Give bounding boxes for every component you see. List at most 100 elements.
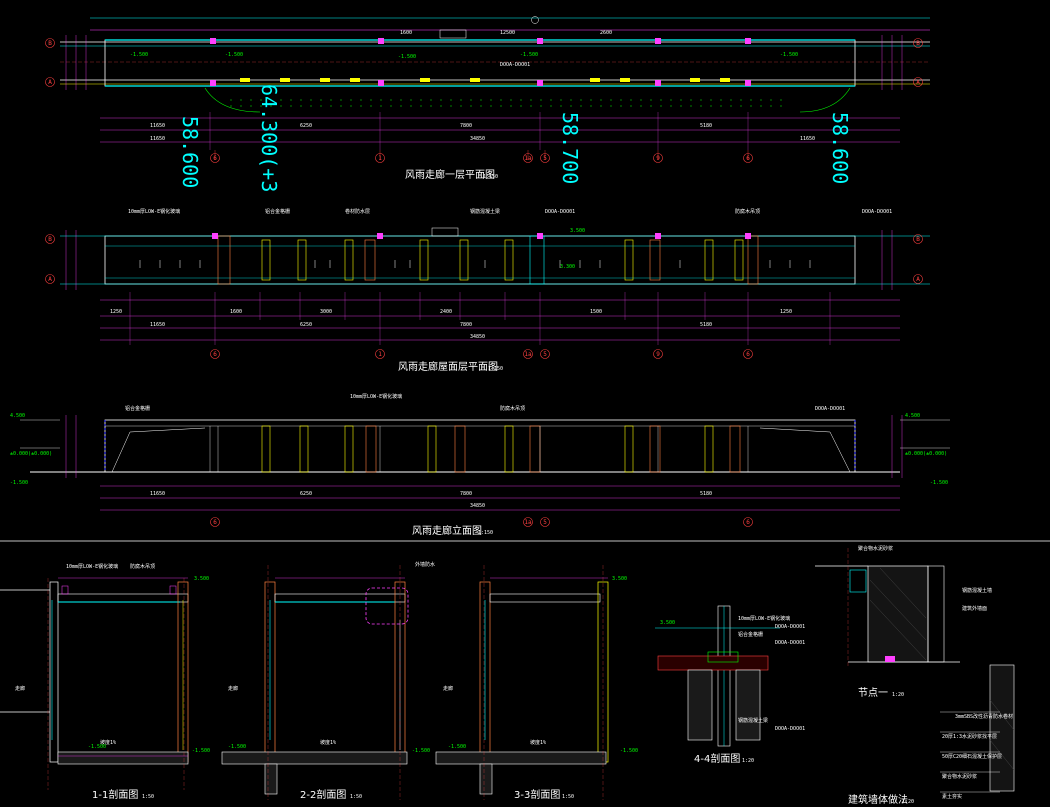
wall-layer-5: 素土夯实 [942, 793, 962, 800]
elev-level-l3: -1.500 [10, 480, 28, 486]
s44-note-ref3: DOOA-DOO01 [775, 726, 805, 732]
axis-right-b: B [916, 40, 920, 47]
axis-left-a: A [48, 79, 52, 86]
scale-section-4-4: 1:20 [742, 758, 754, 764]
title-wall-detail: 建筑墙体做法 [848, 793, 908, 806]
dim-row-2b: 34850 [470, 136, 485, 142]
roof-axis-bottom-5: 5 [543, 351, 547, 358]
s33-note-corridor: 走廊 [443, 685, 453, 692]
scale-node-1: 1:20 [892, 692, 904, 698]
s33-level-2: -1.500 [620, 748, 638, 754]
elev-note-4: DOOA-DOO01 [815, 406, 845, 412]
title-ground-floor-plan: 风雨走廊一层平面图 [405, 168, 495, 181]
roof-axis-bottom-1: 1 [378, 351, 382, 358]
roof-axis-left-b: B [48, 236, 52, 243]
dim-top-1: 1600 [400, 30, 412, 36]
roof-plan [45, 227, 930, 359]
roof-axis-right-b: B [916, 236, 920, 243]
scale-section-2-2: 1:50 [350, 794, 362, 800]
roof-dim-6: 1250 [780, 309, 792, 315]
s22-note-slope: 坡度1% [320, 739, 336, 746]
axis-bottom-6: 6 [213, 155, 217, 162]
roof-axis-bottom-6b: 6 [746, 351, 750, 358]
elev-level-r1: 4.500 [905, 413, 920, 419]
dim-row-2c: 11650 [800, 136, 815, 142]
s11-note-ceiling: 防腐木吊顶 [130, 563, 155, 570]
s11-note-glass: 10mm厚LOW-E钢化玻璃 [66, 563, 118, 570]
roof-note-ref2: DOOA-DOO01 [862, 209, 892, 215]
roof-dim-11: 34850 [470, 334, 485, 340]
level-plan-2: -1.500 [225, 52, 243, 58]
elevation-big-4: 58.600 [828, 112, 852, 184]
roof-dim-8: 6250 [300, 322, 312, 328]
dim-row-1c: 7800 [460, 123, 472, 129]
roof-dim-1: 1250 [110, 309, 122, 315]
s22-level-2: -1.500 [412, 748, 430, 754]
roof-axis-left-a: A [48, 276, 52, 283]
section-2-2 [221, 565, 409, 800]
note-plan-dim: 12500 [500, 30, 515, 36]
s22-note-corridor: 走廊 [228, 685, 238, 692]
title-section-1-1: 1-1剖面图 [92, 788, 138, 801]
elev-dim-5: 34850 [470, 503, 485, 509]
roof-axis-bottom-1a: 1a [524, 351, 532, 358]
title-section-4-4: 4-4剖面图 [694, 752, 740, 765]
elev-dim-3: 7800 [460, 491, 472, 497]
roof-level-1: 3.500 [570, 228, 585, 234]
s44-note-2: 铝合金格栅 [738, 631, 763, 638]
level-plan-1: -1.500 [130, 52, 148, 58]
elevation-big-3: 58.700 [558, 112, 582, 184]
elev-level-l2: ±0.000(±0.000) [10, 451, 52, 457]
s44-note-1: 10mm厚LOW-E钢化玻璃 [738, 615, 790, 622]
node-note-wall: 钢筋混凝土墙 [962, 587, 992, 594]
elev-note-2: 10mm厚LOW-E钢化玻璃 [350, 393, 402, 400]
elev-axis-1a: 1a [524, 519, 532, 526]
axis-right-a: A [916, 79, 920, 86]
scale-section-3-3: 1:50 [562, 794, 574, 800]
roof-dim-10: 5180 [700, 322, 712, 328]
axis-bottom-9: 9 [656, 155, 660, 162]
axis-bottom-1a: 1a [524, 155, 532, 162]
ground-floor-plan [45, 16, 930, 163]
elev-note-1: 铝合金格栅 [125, 405, 150, 412]
s11-level-1: -1.500 [88, 744, 106, 750]
dim-row-1d: 5180 [700, 123, 712, 129]
roof-level-2: 3.300 [560, 264, 575, 270]
node-note-surface: 建筑外墙面 [962, 605, 987, 612]
roof-note-glass: 10mm厚LOW-E钢化玻璃 [128, 208, 180, 215]
s33-level-1: -1.500 [448, 744, 466, 750]
s22-note-wall: 外墙防水 [415, 561, 435, 568]
elev-axis-5: 5 [543, 519, 547, 526]
wall-layer-3: 50厚C20细石混凝土保护层 [942, 753, 1002, 760]
title-elevation: 风雨走廊立面图 [412, 524, 482, 537]
elev-level-l1: 4.500 [10, 413, 25, 419]
level-plan-3: -1.500 [398, 54, 416, 60]
roof-note-beam: 钢筋混凝土梁 [470, 208, 500, 215]
roof-note-grille: 铝合金格栅 [265, 208, 290, 215]
s44-note-ref2: DOOA-DOO01 [775, 640, 805, 646]
wall-detail [940, 664, 1015, 793]
title-section-3-3: 3-3剖面图 [514, 788, 560, 801]
roof-axis-bottom-6: 6 [213, 351, 217, 358]
elev-dim-1: 11650 [150, 491, 165, 497]
elev-level-r2: ±0.000(±0.000) [905, 451, 947, 457]
dim-row-1a: 11650 [150, 123, 165, 129]
level-plan-5: -1.500 [780, 52, 798, 58]
title-section-2-2: 2-2剖面图 [300, 788, 346, 801]
axis-bottom-6b: 6 [746, 155, 750, 162]
elevation-big-1: 58.600 [178, 116, 202, 188]
roof-note-membrane: 卷材防水层 [345, 208, 370, 215]
s44-level: 3.500 [660, 620, 675, 626]
node-detail [815, 548, 960, 668]
wall-layer-2: 20厚1:3水泥砂浆找平层 [942, 733, 997, 740]
axis-bottom-5: 5 [543, 155, 547, 162]
s33-level-3: 3.500 [612, 576, 627, 582]
axis-bottom-1: 1 [378, 155, 382, 162]
s11-level-3: 3.500 [194, 576, 209, 582]
s33-note-slope: 坡度1% [530, 739, 546, 746]
roof-dim-4: 2400 [440, 309, 452, 315]
roof-dim-9: 7800 [460, 322, 472, 328]
elev-dim-2: 6250 [300, 491, 312, 497]
axis-left-b: B [48, 40, 52, 47]
wall-layer-1: 3mmSBS改性沥青防水卷材 [955, 713, 1013, 720]
